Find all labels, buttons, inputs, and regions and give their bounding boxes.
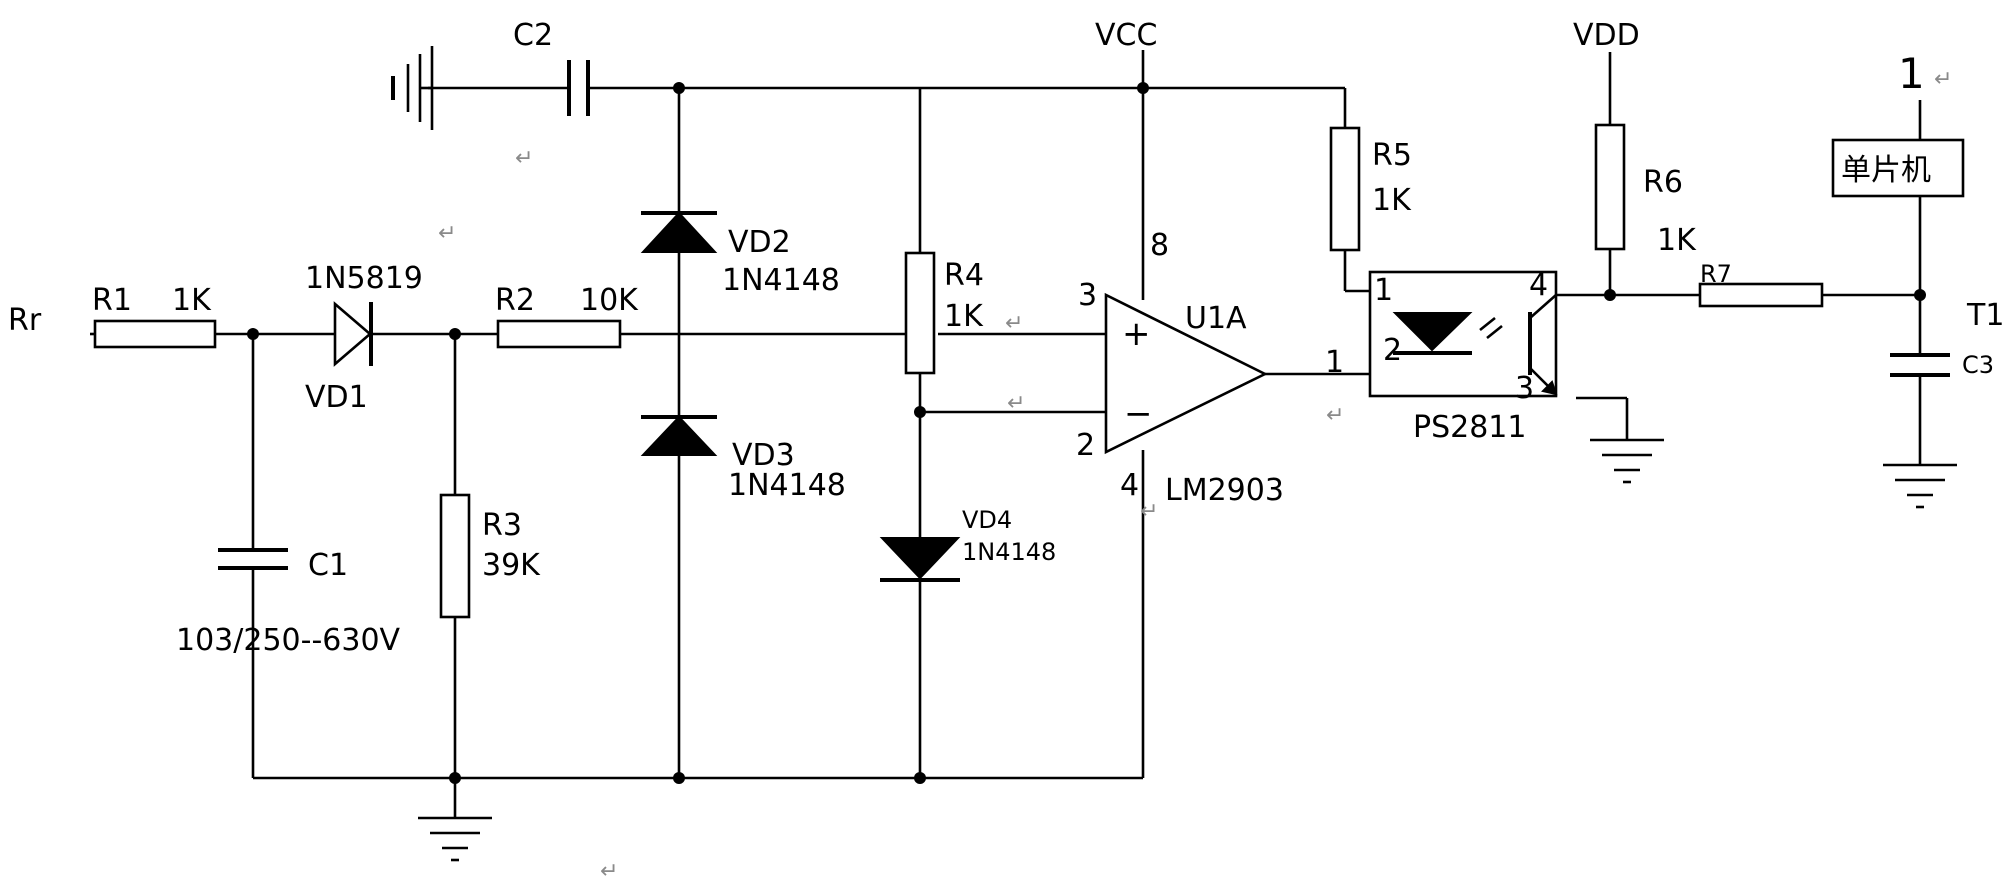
r1-name: R1 (92, 283, 132, 318)
r3-value: 39K (482, 548, 541, 583)
ground-symbol-t1 (1883, 465, 1957, 507)
r7-name: R7 (1700, 260, 1732, 288)
resistor-r5 (1331, 128, 1359, 250)
capacitor-c3 (1890, 355, 1950, 375)
r2-name: R2 (495, 283, 535, 318)
svg-text:−: − (1124, 394, 1153, 434)
return-mark: ↵ (438, 221, 456, 246)
ground-symbol-main (418, 818, 492, 860)
r3-name: R3 (482, 508, 522, 543)
return-mark: ↵ (1934, 67, 1952, 92)
return-mark: ↵ (1140, 499, 1158, 524)
r4-name: R4 (944, 258, 984, 293)
opto-pin-2: 2 (1383, 333, 1402, 368)
r6-name: R6 (1643, 165, 1683, 200)
r5-value: 1K (1372, 183, 1412, 218)
diode-vd1 (335, 302, 371, 366)
vd2-name: VD2 (728, 225, 791, 260)
mcu-label: 单片机 (1841, 153, 1931, 188)
r2-value: 10K (580, 283, 639, 318)
diode-vd4 (880, 538, 960, 580)
capacitor-c1 (218, 550, 288, 568)
vd4-part: 1N4148 (962, 538, 1056, 566)
return-mark: ↵ (1007, 391, 1025, 416)
diode-vd2 (641, 213, 717, 252)
diode-vd3 (641, 417, 717, 455)
return-mark: ↵ (1005, 311, 1023, 336)
opto-pin-1: 1 (1374, 273, 1393, 308)
test-point-label: T1 (1966, 298, 2004, 333)
comparator-out-pin-1: 1 (1325, 345, 1344, 380)
vd1-name: VD1 (305, 380, 368, 415)
ground-symbol-c2 (393, 46, 432, 130)
comparator-pin-4: 4 (1120, 468, 1139, 503)
comparator-pin-3: 3 (1078, 278, 1097, 313)
vdd-label: VDD (1573, 18, 1640, 53)
opto-pin-3: 3 (1515, 371, 1534, 406)
resistor-r6 (1596, 125, 1624, 249)
comparator-name: U1A (1185, 301, 1247, 336)
comparator-part: LM2903 (1165, 473, 1284, 508)
resistor-r4 (906, 253, 934, 373)
resistor-r1 (95, 321, 215, 347)
resistor-r3 (441, 495, 469, 617)
c1-name: C1 (308, 548, 348, 583)
ground-symbol-opto (1590, 440, 1664, 482)
vd1-part: 1N5819 (305, 261, 423, 296)
vd2-part: 1N4148 (722, 263, 840, 298)
r5-name: R5 (1372, 138, 1412, 173)
resistor-r2 (498, 321, 620, 347)
r1-value: 1K (172, 283, 212, 318)
c3-name: C3 (1962, 351, 1994, 379)
r4-value: 1K (944, 299, 984, 334)
input-label: Rr (8, 303, 42, 338)
capacitor-c2 (569, 60, 588, 116)
vd4-name: VD4 (962, 506, 1012, 534)
comparator-pin-2: 2 (1076, 428, 1095, 463)
c1-value: 103/250--630V (176, 623, 401, 658)
opto-part: PS2811 (1413, 410, 1526, 445)
r6-value: 1K (1657, 223, 1697, 258)
vd3-part: 1N4148 (728, 468, 846, 503)
svg-text:+: + (1122, 314, 1151, 354)
mcu-pin-number: 1 (1898, 49, 1925, 98)
vcc-label: VCC (1095, 18, 1157, 53)
comparator-pin-8: 8 (1150, 228, 1169, 263)
return-mark: ↵ (600, 859, 618, 884)
return-mark: ↵ (515, 146, 533, 171)
c2-name: C2 (513, 18, 553, 53)
return-mark: ↵ (1326, 403, 1344, 428)
opto-pin-4: 4 (1529, 268, 1548, 303)
